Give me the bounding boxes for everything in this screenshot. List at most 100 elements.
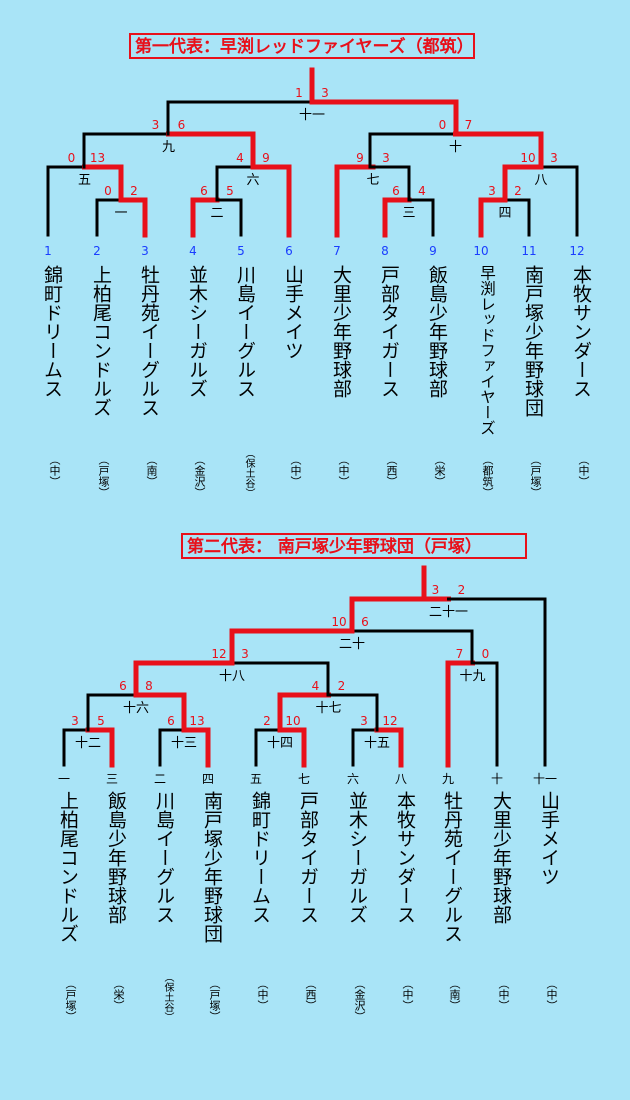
first-round-match-number: 八 bbox=[395, 772, 407, 786]
team-area: （南） bbox=[145, 454, 158, 487]
team-name: 牡丹苑イーグルス bbox=[138, 265, 160, 417]
team-area: （戸塚） bbox=[64, 978, 77, 1022]
match-六-number: 六 bbox=[246, 173, 259, 188]
team-name: 上柏尾コンドルズ bbox=[57, 791, 79, 943]
match-二-number: 二 bbox=[210, 206, 223, 221]
first-round-match-number: 十 bbox=[491, 772, 503, 786]
team-name: 南戸塚少年野球団 bbox=[201, 791, 223, 943]
match-十二-score-left: 3 bbox=[71, 714, 79, 728]
team-name: 川島イーグルス bbox=[234, 265, 256, 398]
team-area: （中） bbox=[256, 978, 269, 1011]
match-十一-number: 十一 bbox=[299, 108, 325, 123]
team-name: 錦町ドリームス bbox=[41, 265, 63, 398]
team-name: 大里少年野球部 bbox=[330, 265, 352, 398]
team-area: （栄） bbox=[112, 978, 125, 1011]
match-十五-number: 十五 bbox=[364, 736, 390, 751]
seed-number: 8 bbox=[381, 244, 389, 258]
match-一-score-right: 2 bbox=[130, 184, 138, 198]
seed-number: 3 bbox=[141, 244, 149, 258]
team-name: 錦町ドリームス bbox=[249, 791, 271, 924]
first-round-match-number: 七 bbox=[298, 772, 310, 786]
team-name: 本牧サンダース bbox=[394, 791, 416, 924]
match-九-number: 九 bbox=[162, 140, 175, 155]
seed-number: 10 bbox=[473, 244, 488, 258]
team-area: （中） bbox=[337, 454, 350, 487]
match-九-score-left: 3 bbox=[152, 118, 160, 132]
match-八-score-left: 10 bbox=[520, 151, 535, 165]
seed-number: 2 bbox=[93, 244, 101, 258]
team-area: （中） bbox=[289, 454, 302, 487]
seed-number: 7 bbox=[333, 244, 341, 258]
match-十三-score-left: 6 bbox=[167, 714, 175, 728]
team-name: 並木シーガルズ bbox=[346, 791, 368, 924]
match-十三-score-right: 13 bbox=[189, 714, 204, 728]
seed-number: 6 bbox=[285, 244, 293, 258]
first-round-match-number: 十一 bbox=[533, 772, 557, 786]
team-name: 南戸塚少年野球団 bbox=[522, 265, 544, 417]
match-十八-number: 十八 bbox=[219, 669, 245, 684]
team-name: 川島イーグルス bbox=[153, 791, 175, 924]
team-name: 戸部タイガース bbox=[378, 265, 400, 398]
match-十三-number: 十三 bbox=[171, 736, 197, 751]
match-十五-score-left: 3 bbox=[360, 714, 368, 728]
match-七-score-left: 9 bbox=[356, 151, 364, 165]
seed-number: 5 bbox=[237, 244, 245, 258]
team-name: 飯島少年野球部 bbox=[105, 791, 127, 924]
match-十八-score-right: 3 bbox=[241, 647, 249, 661]
match-十二-score-right: 5 bbox=[97, 714, 105, 728]
team-area: （金沢） bbox=[353, 978, 366, 1022]
team-name: 本牧サンダース bbox=[570, 265, 592, 398]
match-二十-score-right: 6 bbox=[361, 615, 369, 629]
match-十-score-right: 7 bbox=[465, 118, 473, 132]
match-五-score-left: 0 bbox=[68, 151, 76, 165]
team-area: （中） bbox=[545, 978, 558, 1011]
team-name: 上柏尾コンドルズ bbox=[90, 265, 112, 417]
seed-number: 9 bbox=[429, 244, 437, 258]
match-一-score-left: 0 bbox=[104, 184, 112, 198]
match-十五-score-right: 12 bbox=[382, 714, 397, 728]
first-round-match-number: 五 bbox=[250, 772, 262, 786]
first-round-match-number: 一 bbox=[58, 772, 70, 786]
team-name: 牡丹苑イーグルス bbox=[441, 791, 463, 943]
match-八-number: 八 bbox=[534, 173, 547, 188]
match-七-number: 七 bbox=[366, 173, 379, 188]
team-name: 飯島少年野球部 bbox=[426, 265, 448, 398]
team-area: （戸塚） bbox=[529, 454, 542, 498]
seed-number: 4 bbox=[189, 244, 197, 258]
match-十-number: 十 bbox=[449, 140, 462, 155]
match-五-score-right: 13 bbox=[90, 151, 105, 165]
team-name: 山手メイツ bbox=[282, 265, 304, 360]
match-二十-score-left: 10 bbox=[331, 615, 346, 629]
team-area: （金沢） bbox=[193, 454, 206, 498]
team-area: （西） bbox=[304, 978, 317, 1011]
team-area: （保土谷） bbox=[243, 448, 254, 498]
match-二-score-left: 6 bbox=[200, 184, 208, 198]
match-十四-score-right: 10 bbox=[285, 714, 300, 728]
team-area: （中） bbox=[497, 978, 510, 1011]
team-name: 山手メイツ bbox=[538, 791, 560, 886]
match-十九-score-left: 7 bbox=[456, 647, 464, 661]
match-四-score-left: 3 bbox=[488, 184, 496, 198]
team-name: 戸部タイガース bbox=[297, 791, 319, 924]
match-十八-score-left: 12 bbox=[211, 647, 226, 661]
seed-number: 12 bbox=[569, 244, 584, 258]
first-round-match-number: 二 bbox=[154, 772, 166, 786]
team-area: （都筑） bbox=[481, 454, 494, 498]
team-name: 並木シーガルズ bbox=[186, 265, 208, 398]
match-九-score-right: 6 bbox=[178, 118, 186, 132]
first-round-match-number: 九 bbox=[442, 772, 454, 786]
match-十四-number: 十四 bbox=[267, 736, 293, 751]
team-area: （戸塚） bbox=[208, 978, 221, 1022]
team-area: （中） bbox=[577, 454, 590, 487]
match-十九-score-right: 0 bbox=[482, 647, 490, 661]
match-十九-number: 十九 bbox=[459, 669, 485, 684]
match-十四-score-left: 2 bbox=[263, 714, 271, 728]
first-round-match-number: 四 bbox=[202, 772, 214, 786]
team-name: 大里少年野球部 bbox=[490, 791, 512, 924]
match-三-score-right: 4 bbox=[418, 184, 426, 198]
match-二-score-right: 5 bbox=[226, 184, 234, 198]
match-五-number: 五 bbox=[78, 173, 91, 188]
match-十七-score-right: 2 bbox=[338, 679, 346, 693]
match-四-number: 四 bbox=[498, 206, 511, 221]
